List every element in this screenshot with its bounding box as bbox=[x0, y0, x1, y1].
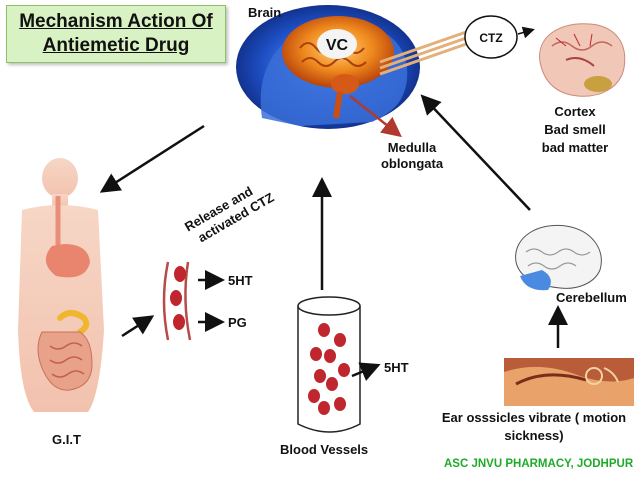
brain-label: Brain bbox=[248, 5, 282, 20]
ear-label-1: Ear osssicles vibrate ( motion bbox=[441, 410, 627, 425]
credit-text: ASC JNVU PHARMACY, JODHPUR bbox=[444, 458, 634, 470]
medulla-label-2: oblongata bbox=[380, 156, 444, 171]
title-line-2: Antiemetic Drug bbox=[42, 35, 190, 56]
cortex-to-ctz-arrow bbox=[517, 26, 535, 39]
title-line-1: Mechanism Action Of bbox=[19, 11, 213, 32]
blood-vessel-tube bbox=[297, 296, 361, 433]
gut-vessel-image bbox=[162, 261, 192, 341]
medulla-pointer-arrow bbox=[349, 95, 402, 138]
brain-head-image bbox=[236, 5, 420, 129]
signal-rays bbox=[379, 28, 473, 76]
cerebellum-brain-image bbox=[515, 224, 602, 291]
git-to-vessel-arrow bbox=[121, 315, 155, 338]
vc-label: VC bbox=[326, 37, 349, 54]
cortex-label-3: bad matter bbox=[541, 140, 609, 155]
brain-to-git-arrow bbox=[99, 124, 205, 193]
cerebellum-label: Cerebellum bbox=[556, 290, 627, 305]
ht-blood-label: 5HT bbox=[384, 360, 409, 375]
cerebellum-to-brain-arrow bbox=[420, 94, 531, 211]
cortex-label-1: Cortex bbox=[554, 104, 596, 119]
cortex-brain-image bbox=[539, 23, 626, 97]
title-box: Mechanism Action Of Antiemetic Drug bbox=[6, 5, 226, 63]
blood-vessels-label: Blood Vessels bbox=[280, 442, 369, 457]
ctz-label: CTZ bbox=[479, 31, 502, 45]
cortex-label-2: Bad smell bbox=[544, 122, 606, 137]
ctz-ellipse bbox=[464, 15, 518, 59]
git-label: G.I.T bbox=[52, 432, 81, 447]
ht-gut-label: 5HT bbox=[228, 273, 253, 288]
body-git-image bbox=[18, 158, 104, 412]
medulla-label-1: Medulla bbox=[387, 140, 437, 155]
blood-ht-arrow bbox=[351, 362, 381, 381]
ear-label-2: sickness) bbox=[504, 428, 564, 443]
pg-label: PG bbox=[228, 315, 247, 330]
ear-image bbox=[504, 358, 634, 406]
